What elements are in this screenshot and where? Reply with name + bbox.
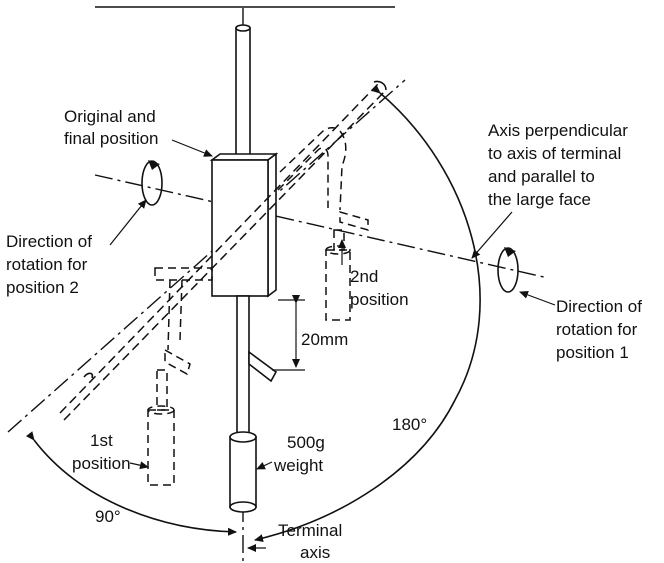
label-angle-90: 90° — [95, 507, 121, 526]
terminal-shaft-bottom — [236, 295, 250, 447]
label-direction-position-1-1: Direction of — [556, 297, 642, 316]
label-direction-position-1-3: position 1 — [556, 343, 629, 362]
diagonal-ghost-tail — [83, 372, 94, 379]
label-axis-perpendicular: Axis perpendicular to axis of terminal a… — [488, 121, 633, 209]
arc-180 — [254, 84, 481, 543]
label-terminal-axis: Terminal axis — [278, 521, 347, 562]
terminal-shaft-top — [235, 27, 251, 164]
original-block-top — [209, 153, 279, 161]
label-terminal-axis-1: Terminal — [278, 521, 342, 540]
weight-cylinder-bottom — [229, 501, 257, 513]
rotation-symbol-position-1 — [497, 247, 519, 293]
label-second-position-1: 2nd — [350, 267, 378, 286]
label-first-position: 1st position — [72, 431, 131, 473]
diagonal-ghost-end — [373, 80, 387, 91]
leader-weight — [256, 461, 273, 470]
original-block-front — [211, 159, 269, 297]
label-axis-perpendicular-1: Axis perpendicular — [488, 121, 628, 140]
rotation-arrow-position-1 — [504, 247, 516, 257]
label-axis-perpendicular-4: the large face — [488, 190, 591, 209]
perpendicular-axis-line — [94, 174, 549, 279]
first-position-ghost-plate — [154, 267, 213, 281]
terminal-shaft-top-cap — [235, 24, 251, 32]
label-weight-2: weight — [273, 456, 323, 475]
leader-direction-position-1 — [519, 291, 556, 306]
label-direction-position-2-3: position 2 — [6, 278, 79, 297]
label-direction-position-2: Direction of rotation for position 2 — [6, 232, 97, 297]
label-axis-perpendicular-3: and parallel to — [488, 167, 595, 186]
first-position-ghost-arm — [167, 279, 183, 351]
label-original-final-1: Original and — [64, 107, 156, 126]
leader-direction-position-2 — [109, 199, 147, 246]
first-position-ghost-shaft — [156, 369, 168, 411]
arc-90 — [25, 431, 237, 536]
first-position-ghost-stub — [164, 348, 191, 376]
label-direction-position-1: Direction of rotation for position 1 — [556, 297, 647, 362]
label-weight: 500g weight — [273, 433, 330, 475]
shaft-stub — [248, 350, 278, 383]
leader-axis-perpendicular — [471, 211, 513, 259]
label-direction-position-2-1: Direction of — [6, 232, 92, 251]
label-first-position-1: 1st — [90, 431, 113, 450]
first-position-ghost-weight-top — [147, 405, 175, 415]
rotation-arrow-position-2 — [148, 160, 160, 170]
label-second-position: 2nd position — [350, 267, 409, 309]
label-angle-180: 180° — [392, 415, 427, 434]
rotation-symbol-position-2 — [141, 160, 163, 206]
weight-cylinder-top — [229, 431, 257, 443]
first-position-ghost-weight — [147, 409, 175, 486]
label-direction-position-2-2: rotation for — [6, 255, 88, 274]
original-block-side — [267, 152, 277, 298]
label-dimension-20mm: 20mm — [301, 330, 348, 349]
label-axis-perpendicular-2: to axis of terminal — [488, 144, 621, 163]
leader-original-final — [171, 139, 213, 157]
second-position-ghost-arm — [279, 127, 347, 211]
label-direction-position-1-2: rotation for — [556, 320, 638, 339]
label-original-final-2: final position — [64, 129, 159, 148]
weight-cylinder — [229, 436, 257, 508]
label-original-final: Original and final position — [64, 107, 160, 148]
second-position-ghost-stub — [339, 211, 369, 231]
label-weight-1: 500g — [287, 433, 325, 452]
label-first-position-2: position — [72, 454, 131, 473]
label-terminal-axis-2: axis — [300, 543, 330, 562]
label-second-position-2: position — [350, 290, 409, 309]
leader-first-position — [129, 461, 149, 470]
second-position-ghost-weight — [325, 249, 351, 321]
